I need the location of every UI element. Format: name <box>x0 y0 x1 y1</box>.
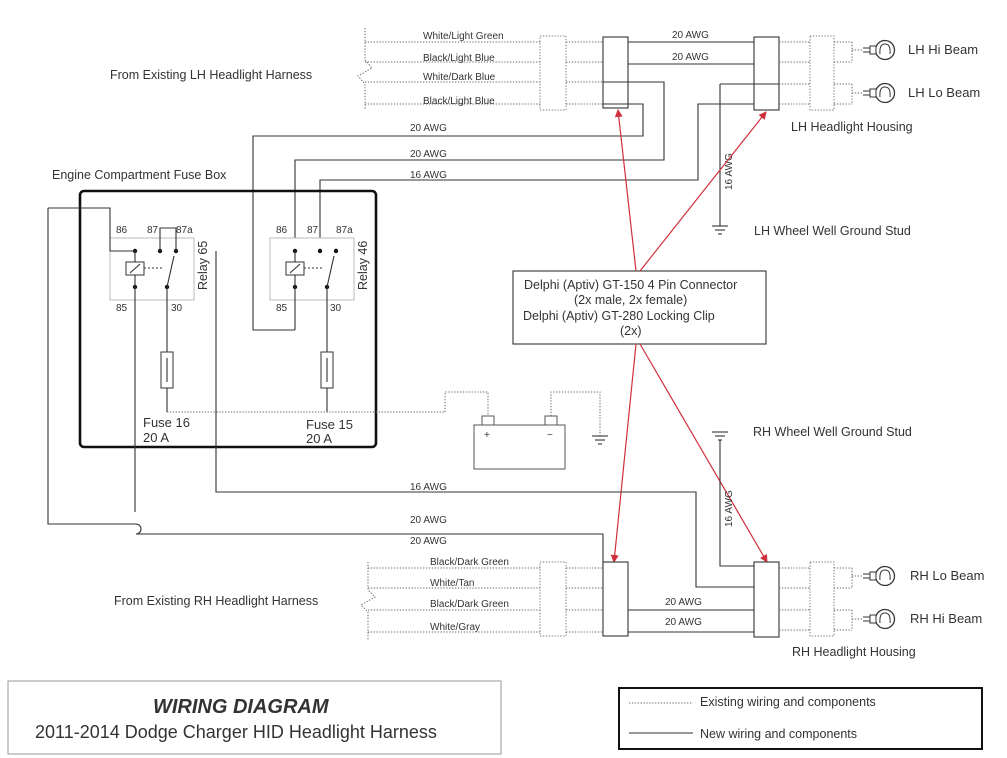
lh-wire-label-3: White/Dark Blue <box>423 72 496 83</box>
svg-text:87: 87 <box>147 225 159 236</box>
rh-connector-left <box>602 561 629 637</box>
fuse-15-label: Fuse 15 <box>306 417 353 432</box>
lh-harness-label: From Existing LH Headlight Harness <box>110 68 312 82</box>
lh-connector-right <box>753 36 780 111</box>
svg-text:85: 85 <box>116 303 128 314</box>
lh-ground-label: LH Wheel Well Ground Stud <box>754 224 911 238</box>
svg-text:+: + <box>484 430 490 441</box>
svg-text:86: 86 <box>116 225 128 236</box>
connector-note-box <box>512 270 767 345</box>
connector-note-line1: Delphi (Aptiv) GT-150 4 Pin Connector <box>524 278 737 292</box>
lh-wire-label-1: White/Light Green <box>423 31 504 42</box>
rh-connector-right <box>753 561 780 638</box>
lh-harness: White/Light Green Black/Light Blue White… <box>110 28 603 111</box>
rh-ground-wire-label: 16 AWG <box>724 490 735 527</box>
legend-box <box>618 687 983 750</box>
bulb-icon <box>862 82 896 104</box>
rh-harness: Black/Dark Green White/Tan Black/Dark Gr… <box>114 557 603 640</box>
ground-icon <box>592 435 608 445</box>
svg-text:87a: 87a <box>176 225 193 236</box>
fuse-16-rating: 20 A <box>143 430 169 445</box>
lower-wire-a-label: 16 AWG <box>410 482 447 493</box>
svg-text:30: 30 <box>171 303 183 314</box>
rh-wire-label-2: White/Tan <box>430 578 474 589</box>
fuse-16-label: Fuse 16 <box>143 415 190 430</box>
ground-icon <box>712 225 728 235</box>
connector-note-line2: (2x male, 2x female) <box>574 293 687 307</box>
rh-wire-label-1: Black/Dark Green <box>430 557 509 568</box>
rh-housing-label: RH Headlight Housing <box>792 645 916 659</box>
fuse-box <box>78 189 378 449</box>
upper-wire-b-label: 20 AWG <box>410 149 447 160</box>
rh-ground-label: RH Wheel Well Ground Stud <box>753 425 912 439</box>
legend-new-label: New wiring and components <box>700 727 857 741</box>
relay-65-label: Relay 65 <box>196 241 210 290</box>
lh-ground-wire-label: 16 AWG <box>724 153 735 190</box>
rh-harness-label: From Existing RH Headlight Harness <box>114 594 318 608</box>
rh-housing-wire-bottom: 20 AWG <box>665 617 702 628</box>
rh-wire-label-3: Black/Dark Green <box>430 599 509 610</box>
lh-wire-label-4: Black/Light Blue <box>423 96 495 107</box>
title-box <box>7 680 502 755</box>
lh-housing-wire-top: 20 AWG <box>672 30 709 41</box>
svg-text:87a: 87a <box>336 225 353 236</box>
lh-housing-wire-bottom: 20 AWG <box>672 52 709 63</box>
lh-housing-label: LH Headlight Housing <box>791 120 913 134</box>
svg-text:−: − <box>547 430 553 441</box>
rh-housing-wire-top: 20 AWG <box>665 597 702 608</box>
rh-hi-beam-label: RH Hi Beam <box>910 611 982 626</box>
legend-existing-label: Existing wiring and components <box>700 695 876 709</box>
battery-icon: + − <box>473 415 566 470</box>
lh-housing: LH Hi Beam LH Lo Beam LH Headlight Housi… <box>779 35 980 134</box>
lh-wire-label-2: Black/Light Blue <box>423 53 495 64</box>
ground-icon <box>712 431 728 441</box>
upper-wire-c-label: 16 AWG <box>410 170 447 181</box>
lh-hi-beam-label: LH Hi Beam <box>908 42 978 57</box>
callout-arrows <box>610 109 768 563</box>
svg-text:87: 87 <box>307 225 319 236</box>
lower-wire-b-label: 20 AWG <box>410 515 447 526</box>
rh-housing: RH Lo Beam RH Hi Beam RH Headlight Housi… <box>779 561 984 659</box>
relay-46-label: Relay 46 <box>356 241 370 290</box>
relay-65: 86 87 87a 85 30 Relay 65 <box>109 225 210 314</box>
upper-wire-a-label: 20 AWG <box>410 123 447 134</box>
svg-text:86: 86 <box>276 225 288 236</box>
svg-text:30: 30 <box>330 303 342 314</box>
bulb-icon <box>862 608 896 630</box>
title-sub: 2011-2014 Dodge Charger HID Headlight Ha… <box>35 722 437 742</box>
rh-wire-label-4: White/Gray <box>430 622 480 633</box>
svg-text:85: 85 <box>276 303 288 314</box>
bulb-icon <box>862 39 896 61</box>
rh-lo-beam-label: RH Lo Beam <box>910 568 984 583</box>
relay-46: 86 87 87a 85 30 Relay 46 <box>269 225 370 314</box>
connector-note-line4: (2x) <box>620 324 642 338</box>
connector-note-line3: Delphi (Aptiv) GT-280 Locking Clip <box>523 309 715 323</box>
lh-connector-left <box>602 36 629 109</box>
lower-wire-c-label: 20 AWG <box>410 536 447 547</box>
fuse-box-label: Engine Compartment Fuse Box <box>52 168 227 182</box>
bulb-icon <box>862 565 896 587</box>
title-main: WIRING DIAGRAM <box>153 696 330 718</box>
fuse-15-rating: 20 A <box>306 431 332 446</box>
lh-lo-beam-label: LH Lo Beam <box>908 85 980 100</box>
